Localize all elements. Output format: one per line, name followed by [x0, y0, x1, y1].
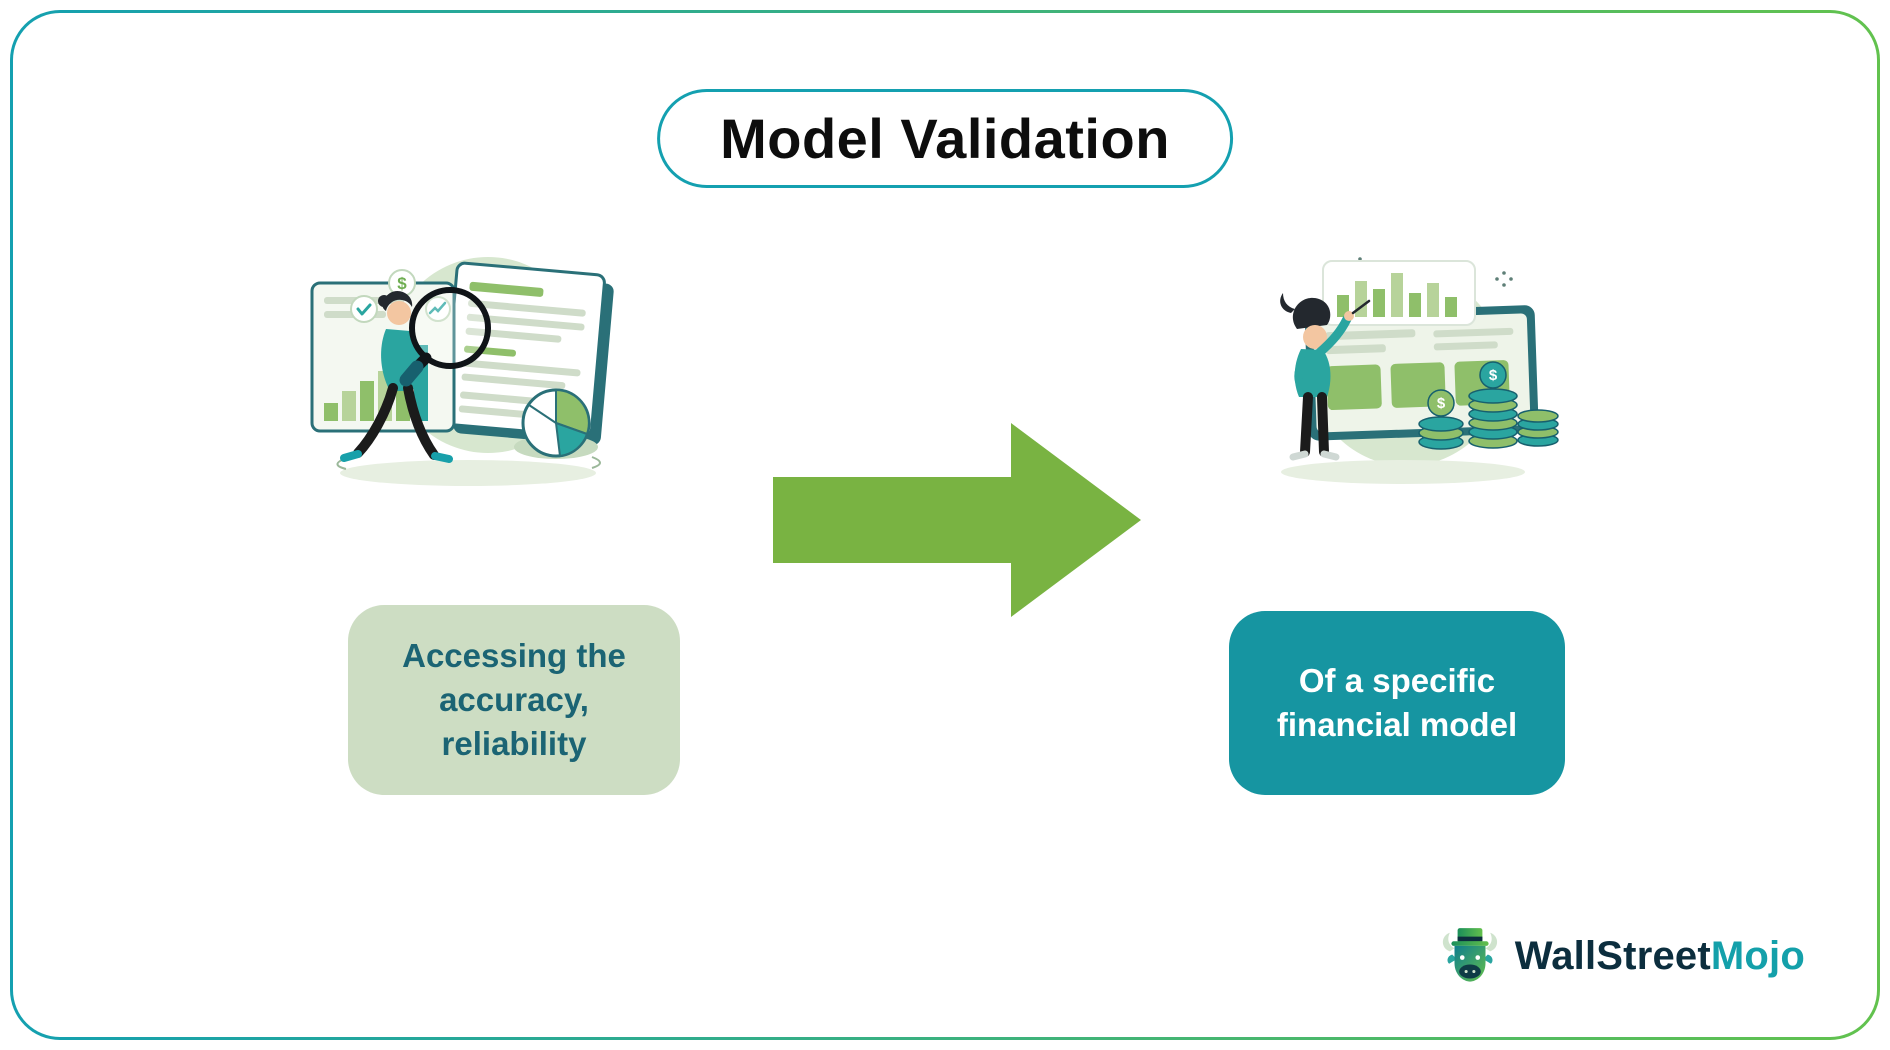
analysis-illustration: $: [310, 257, 614, 486]
check-icon: [350, 295, 378, 323]
border-frame: Model Validation: [10, 10, 1880, 1040]
brand-mojo: Mojo: [1710, 933, 1805, 978]
left-label-box: Accessing the accuracy, reliability: [348, 605, 680, 795]
arrow-right-icon: [773, 423, 1141, 617]
svg-text:$: $: [397, 274, 407, 293]
ground-shadow: [340, 460, 596, 486]
brand-wallstreet: WallStreet: [1514, 933, 1711, 978]
page-title: Model Validation: [720, 107, 1170, 170]
bull-logo-icon: [1442, 928, 1497, 982]
presenter-person: [1280, 293, 1371, 461]
ground-shadow: [1281, 460, 1525, 484]
presentation-illustration: $ $: [1280, 257, 1559, 484]
svg-text:$: $: [1489, 367, 1498, 384]
right-label-box: Of a specific financial model: [1229, 611, 1565, 795]
left-label-text: Accessing the accuracy, reliability: [402, 636, 626, 763]
right-label-text: Of a specific financial model: [1276, 661, 1518, 743]
magnifier: [399, 287, 491, 387]
pie-chart: [514, 388, 598, 459]
brand-logo: WallStreetMojo: [1439, 923, 1805, 989]
content-area: Model Validation: [13, 13, 1877, 1037]
title-pill: Model Validation: [657, 89, 1233, 188]
trend-icon: [425, 296, 451, 322]
svg-text:$: $: [1437, 395, 1446, 412]
bar-chart-card: [1322, 260, 1476, 326]
coin-stacks: $ $: [1418, 361, 1559, 450]
analyst-person: [340, 290, 453, 463]
brand-name: WallStreetMojo: [1515, 934, 1805, 979]
